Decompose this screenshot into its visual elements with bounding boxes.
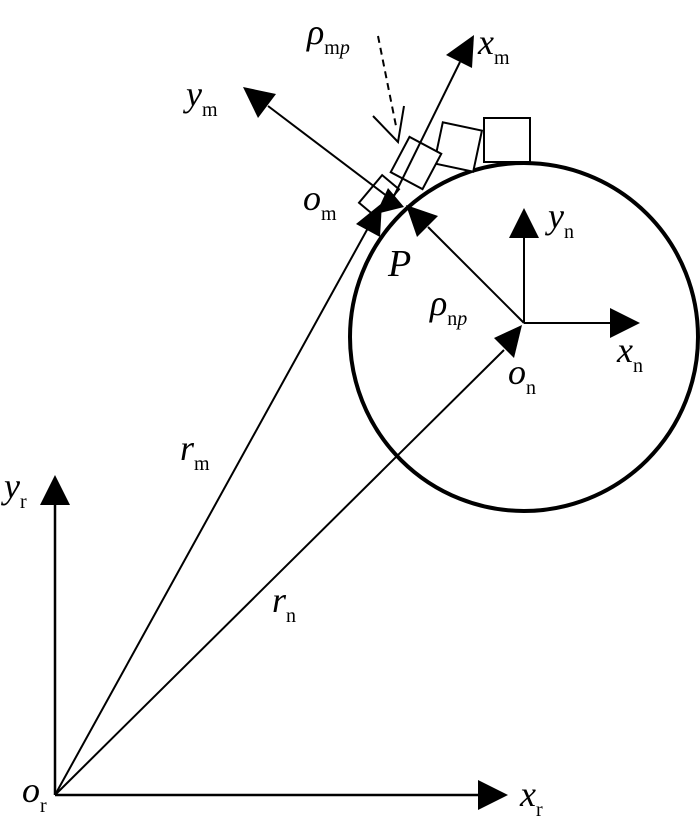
label-x-n: xn <box>616 330 643 377</box>
y-r-arrowhead <box>40 475 70 505</box>
label-rho-mp: ρmp <box>306 12 350 59</box>
r-n-vector <box>54 349 505 796</box>
frame-r <box>40 475 508 810</box>
label-x-r: xr <box>519 774 543 821</box>
x-m-axis <box>391 61 461 201</box>
label-x-m: xm <box>477 22 510 69</box>
r-m-vector <box>54 227 369 796</box>
y-m-arrowhead <box>243 87 276 118</box>
rho-np-arrowhead <box>406 205 438 237</box>
label-o-n: on <box>508 352 536 399</box>
rho-mp-dashed-line <box>377 35 397 127</box>
rho-np-vector <box>427 226 525 324</box>
label-y-n: yn <box>545 196 574 243</box>
label-P: P <box>387 243 411 285</box>
tooth-3 <box>389 135 443 191</box>
rho-mp-open-arrowhead <box>372 105 405 145</box>
r-m-arrowhead <box>356 203 382 237</box>
label-r-m: rm <box>180 428 210 475</box>
label-o-r: or <box>22 770 47 817</box>
r-n-arrowhead <box>494 325 522 358</box>
position-vectors <box>54 203 522 796</box>
x-m-arrowhead <box>446 35 474 68</box>
label-r-n: rn <box>272 580 296 627</box>
label-y-m: ym <box>183 74 218 121</box>
rho-mp-arrow <box>372 35 405 145</box>
y-n-arrowhead <box>509 208 539 238</box>
o-m-arrowhead <box>376 188 404 214</box>
label-rho-np: ρnp <box>429 283 467 330</box>
label-o-m: om <box>303 178 337 225</box>
frame-m <box>243 35 474 214</box>
tooth-2 <box>432 121 484 173</box>
tooth-1 <box>483 117 531 163</box>
y-m-axis <box>267 105 393 201</box>
label-y-r: yr <box>1 466 27 513</box>
x-n-arrowhead <box>610 308 640 338</box>
x-r-arrowhead <box>478 780 508 810</box>
frame-n <box>406 205 640 338</box>
